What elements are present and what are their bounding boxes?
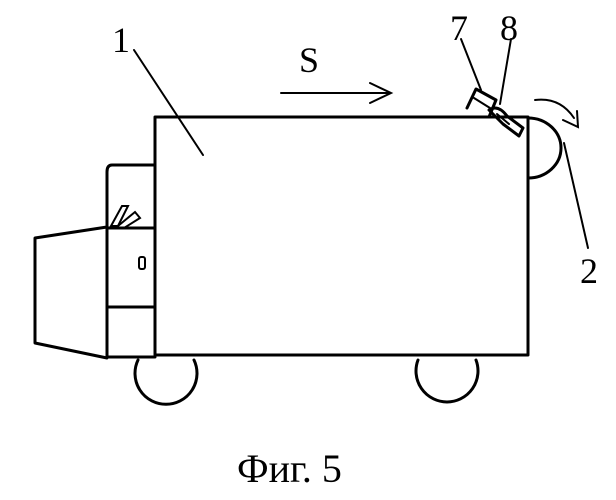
cabin [107, 165, 155, 357]
leader-line-2 [564, 143, 588, 248]
element-7-detail [474, 98, 490, 108]
figure-caption: Фиг. 5 [237, 446, 342, 491]
label-direction-s: S [299, 40, 319, 80]
label-7: 7 [450, 8, 468, 48]
rotation-arrow [535, 100, 574, 118]
label-1: 1 [112, 20, 130, 60]
front-wheel [135, 360, 197, 404]
cabin-lever [111, 206, 128, 226]
leader-line-8 [500, 39, 511, 104]
main-body [155, 117, 528, 355]
label-2: 2 [580, 251, 598, 291]
rear-wheel [416, 360, 478, 402]
leader-line-1 [134, 50, 203, 155]
cabin-handle [139, 257, 145, 269]
rear-drum [528, 118, 561, 178]
front-hood [35, 227, 107, 358]
label-8: 8 [500, 8, 518, 48]
